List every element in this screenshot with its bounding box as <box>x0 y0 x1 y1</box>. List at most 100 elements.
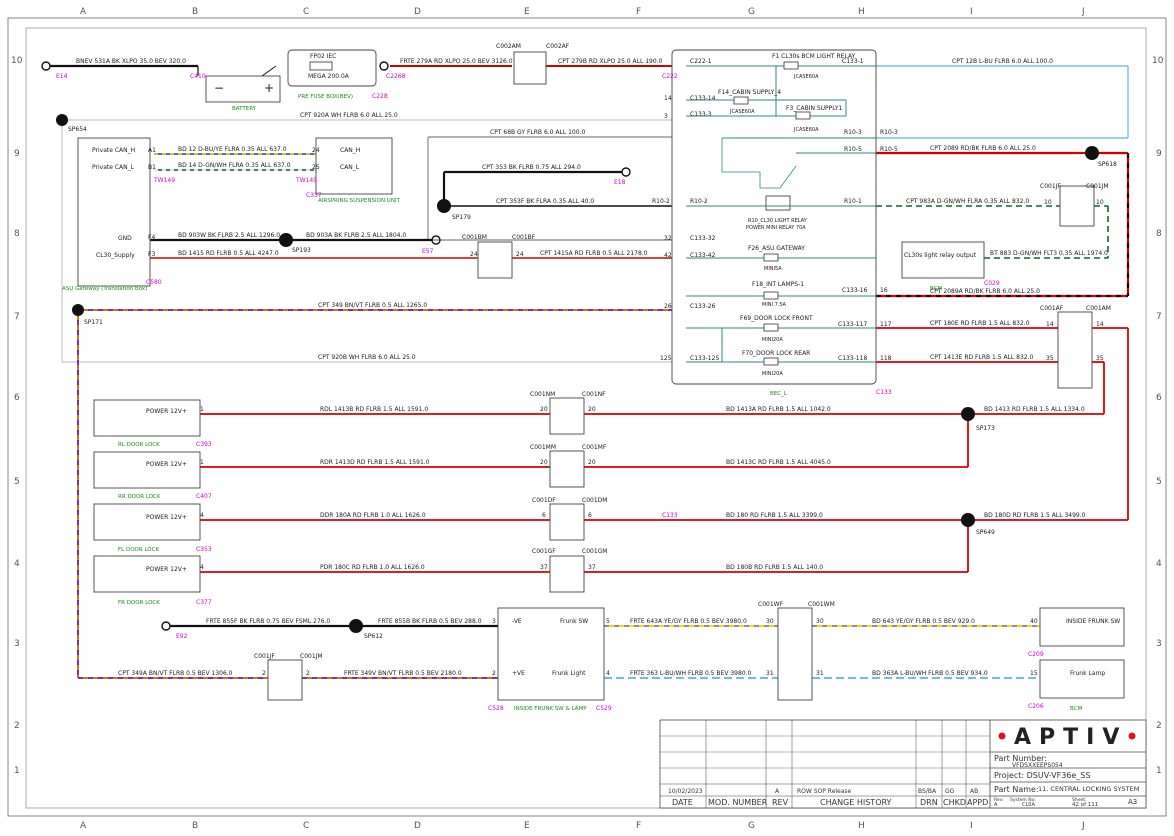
conn-c001am: C001AM <box>1086 305 1111 312</box>
conn-c337: C337 <box>306 192 322 199</box>
fl-door-lock-box <box>93 503 201 541</box>
wire-black <box>261 65 277 77</box>
splice-dot <box>56 114 68 126</box>
pin-label: 20 <box>540 406 548 413</box>
fuses <box>686 61 876 366</box>
grid-col-label: I <box>970 7 973 17</box>
grid-row-label: 8 <box>14 229 20 239</box>
rev-drn: BS/BA <box>918 788 937 795</box>
grid-col-label: B <box>192 7 198 17</box>
project: Project: DSUV-VF36e_SS <box>994 771 1090 780</box>
wire-label: FRTE 279A RD XLPO 25.0 BEV 3126.0 <box>400 58 513 65</box>
rev-date: 10/02/2023 <box>668 788 703 795</box>
fuse-f1-icon <box>783 61 799 70</box>
fr-power-label: POWER 12V+ <box>146 566 187 573</box>
private-can-l-label: Private CAN_L <box>92 164 135 171</box>
conn-c407: C407 <box>196 493 212 500</box>
fuse-f26-icon <box>763 253 779 262</box>
grid-row-labels: 10 9 8 7 6 5 4 3 2 1 10 9 8 7 6 5 4 3 2 … <box>11 56 1164 776</box>
pin-label: 10 <box>1096 199 1104 206</box>
ground-terminal-icon <box>161 621 171 631</box>
wire-labels: BNEV 531A BK XLPO 35.0 BEV 320.0 FRTE 27… <box>76 58 1108 677</box>
f14-label: F14_CABIN SUPPLY_4 <box>718 89 781 96</box>
header-drn: DRN <box>920 798 938 807</box>
wire-label: BD 1415 RD FLRB 0.5 ALL 4247.0 <box>178 250 279 257</box>
pin-label: 118 <box>880 355 892 362</box>
conn-c001wm: C001WM <box>808 601 835 608</box>
pin-label: 6 <box>588 512 592 519</box>
frunk-sw-label: Frunk SW <box>560 618 588 625</box>
conn-c001jm: C001JM <box>1086 183 1109 190</box>
wire-label: BD 14 D-GN/WH FLRA 0.35 ALL 637.0 <box>178 162 291 169</box>
wire-label: BD 903W BK FLRB 2.5 ALL 1296.0 <box>178 232 280 239</box>
wire-label: CPT 353F BK FLRA 0.35 ALL 40.0 <box>496 198 594 205</box>
conn-c353: C353 <box>196 546 212 553</box>
pin-label: 20 <box>588 459 596 466</box>
aptiv-logo: APTIV <box>1014 725 1127 750</box>
wire-label: CPT 1413E RD FLRB 1.5 ALL 832.0 <box>930 354 1034 361</box>
frunk-light-label: Frunk Light <box>552 670 586 677</box>
rev-appd: AB <box>970 788 978 795</box>
wire-label: FRTE 855F BK FLRB 0.75 BEV FSML 276.0 <box>206 618 330 625</box>
pin-label: R10-3 <box>844 129 862 136</box>
pin-label: C133-32 <box>690 235 716 242</box>
grid-row-label: 3 <box>14 639 20 649</box>
conn-c001jf: C001JF <box>1040 183 1061 190</box>
pin-label: C133-118 <box>838 355 867 362</box>
splice-dot <box>1085 146 1099 160</box>
jcase2-label: JCASE60A <box>729 109 755 115</box>
splice-dot <box>961 513 975 527</box>
wire-label: CPT 279B RD XLPO 25.0 ALL 190.0 <box>558 58 663 65</box>
pin-label: 25 <box>312 164 320 171</box>
f26-label: F26_ASU GATEWAY <box>748 245 805 252</box>
grid-col-label: E <box>524 821 530 831</box>
conn-e14: E14 <box>56 73 68 80</box>
rr-door-lock-box <box>93 451 201 489</box>
splice-dot <box>349 619 363 633</box>
bcm-label: BCM <box>930 286 943 292</box>
rl-door-lock-box <box>93 399 201 437</box>
wire-label: CPT 349 BN/VT FLRB 0.5 ALL 1265.0 <box>318 302 427 309</box>
pin-label: 10 <box>1044 199 1052 206</box>
wire-label: BD 180D RD FLRB 1.5 ALL 3499.0 <box>984 512 1086 519</box>
pin-label: R10-2 <box>690 198 708 205</box>
grid-col-label: I <box>970 821 973 831</box>
pin-label: 4 <box>200 564 204 571</box>
connector-c001w <box>777 607 813 701</box>
fuse-f3-icon <box>795 111 811 120</box>
ground-terminal-icon <box>379 61 389 71</box>
wire-label: CPT 920A WH FLRB 6.0 ALL 25.0 <box>300 112 398 119</box>
pin-label: R10-3 <box>880 129 898 136</box>
fl-power-label: POWER 12V+ <box>146 514 187 521</box>
splice-dot <box>72 304 84 316</box>
splices <box>41 61 1099 633</box>
pin-label: C133-1 <box>842 58 864 65</box>
pin-label: C133-26 <box>690 303 716 310</box>
rr-lock-label: RR DOOR LOCK <box>118 494 161 500</box>
grid-row-label: 5 <box>1156 477 1162 487</box>
bcm-relay-output-box <box>901 241 985 279</box>
conn-sp171: SP171 <box>84 319 103 326</box>
grid-row-label: 7 <box>1156 312 1162 322</box>
pin-label: 15 <box>1030 670 1038 677</box>
grid-row-label: 2 <box>14 721 20 731</box>
pin-label: 37 <box>540 564 548 571</box>
sheet-value: 42 of 111 <box>1072 802 1098 808</box>
fr-door-lock-box <box>93 555 201 593</box>
battery-label: BATTERY <box>232 106 257 112</box>
pin-label: 5 <box>606 618 610 625</box>
fl-lock-label: FL DOOR LOCK <box>118 547 159 553</box>
conn-tw149b: TW149 <box>295 177 317 184</box>
grid-col-label: J <box>1081 7 1085 17</box>
battery-plus-icon: + <box>264 81 274 95</box>
pin-label: C133-3 <box>690 111 712 118</box>
wire-label: BD 903A BK FLRB 2.5 ALL 1804.0 <box>306 232 406 239</box>
pin-label: C133-117 <box>838 321 867 328</box>
pin-label: R10-2 <box>652 198 670 205</box>
ve-pos-label: +VE <box>512 670 525 677</box>
ground-terminal-icon <box>621 167 631 177</box>
grid-col-label: C <box>303 821 309 831</box>
conn-c528: C528 <box>488 705 504 712</box>
